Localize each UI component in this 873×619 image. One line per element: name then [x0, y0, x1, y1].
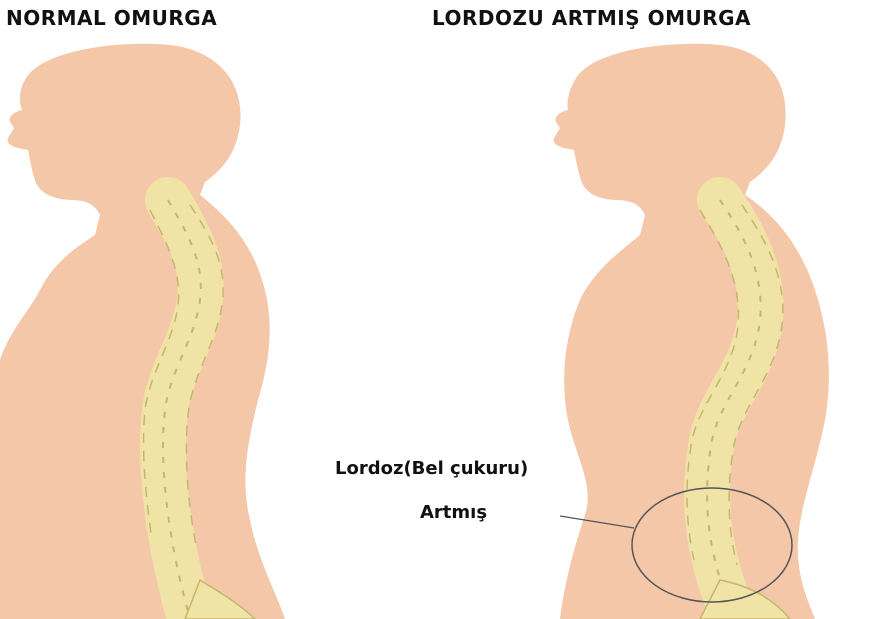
normal-body-silhouette	[0, 44, 285, 619]
annotation-label-lordosis: Lordoz(Bel çukuru)	[335, 458, 528, 479]
annotation-label-increased: Artmış	[420, 502, 487, 523]
